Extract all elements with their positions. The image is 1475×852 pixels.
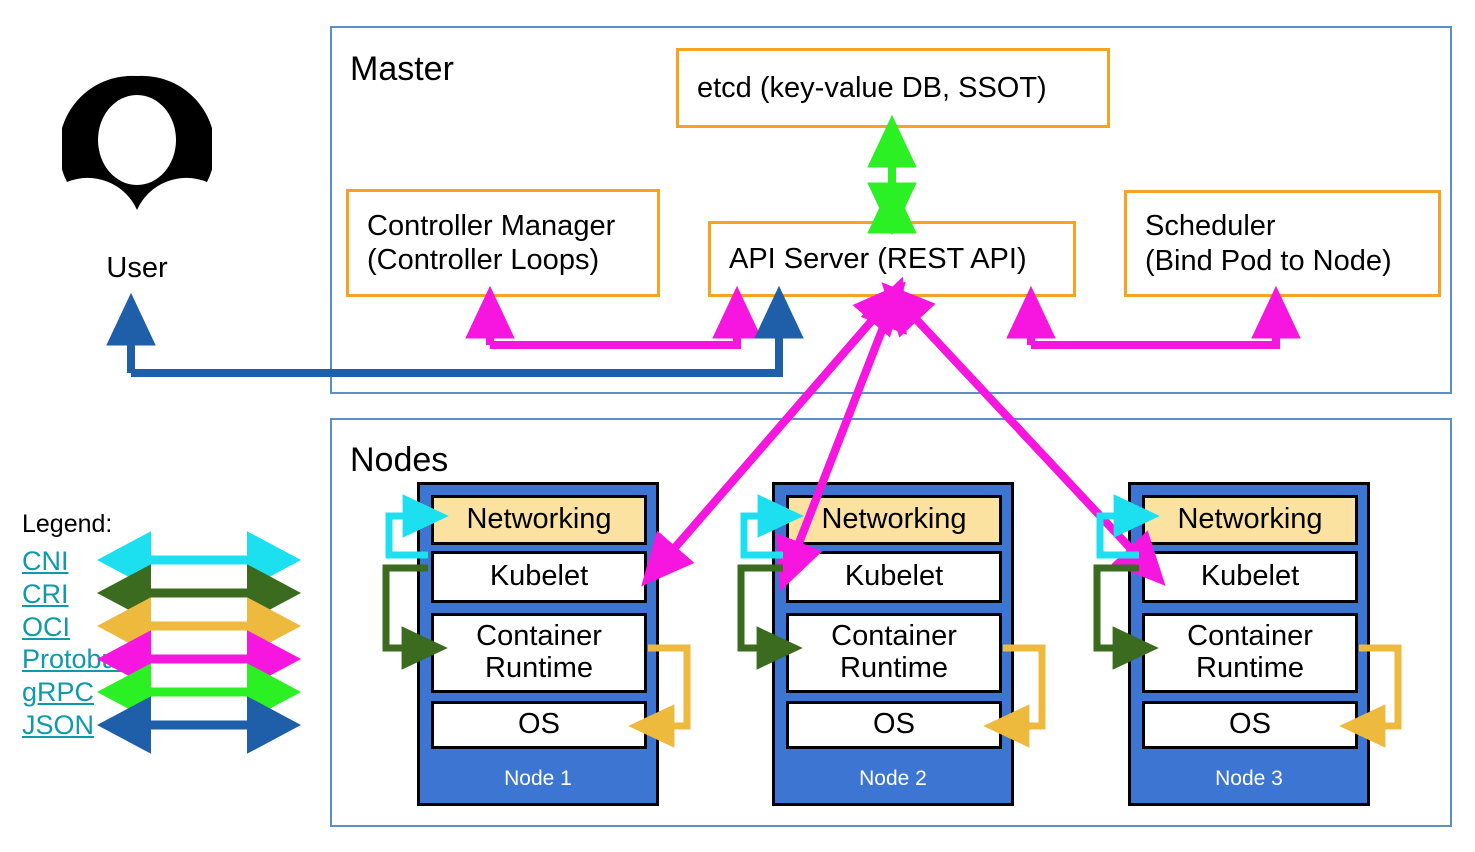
- node-3-kubelet-layer[interactable]: Kubelet: [1142, 551, 1358, 603]
- nodes-group-title: Nodes: [350, 441, 449, 479]
- legend-item-cni[interactable]: CNI: [22, 546, 69, 576]
- user-avatar-icon: [59, 74, 215, 224]
- node-3-kubelet-label: Kubelet: [1200, 560, 1300, 593]
- node-2-kubelet-layer[interactable]: Kubelet: [786, 551, 1002, 603]
- node-2-container-runtime-label: Container Runtime: [831, 620, 957, 684]
- master-group-title: Master: [350, 50, 454, 88]
- node-2-os-label: OS: [873, 708, 915, 741]
- legend-item-json[interactable]: JSON: [22, 710, 95, 740]
- node-3-name: Node 3: [1215, 767, 1283, 790]
- node-2-kubelet-label: Kubelet: [844, 560, 944, 593]
- node-2-networking-label: Networking: [821, 503, 967, 536]
- legend-title: Legend:: [22, 510, 113, 538]
- node-1-networking-layer[interactable]: Networking: [431, 495, 647, 545]
- node-1-networking-label: Networking: [466, 503, 612, 536]
- node-card-2[interactable]: Networking Kubelet Container Runtime OS …: [772, 482, 1014, 806]
- controller-manager-box[interactable]: Controller Manager (Controller Loops): [346, 189, 660, 297]
- node-1-container-runtime-label: Container Runtime: [476, 620, 602, 684]
- node-3-networking-label: Networking: [1177, 503, 1323, 536]
- node-1-os-layer[interactable]: OS: [431, 701, 647, 749]
- node-3-os-layer[interactable]: OS: [1142, 701, 1358, 749]
- node-2-os-layer[interactable]: OS: [786, 701, 1002, 749]
- node-1-os-label: OS: [518, 708, 560, 741]
- node-1-container-runtime-layer[interactable]: Container Runtime: [431, 613, 647, 693]
- legend-item-protobuf[interactable]: Protobuf: [22, 644, 125, 674]
- node-3-container-runtime-label: Container Runtime: [1187, 620, 1313, 684]
- node-card-3[interactable]: Networking Kubelet Container Runtime OS …: [1128, 482, 1370, 806]
- controller-manager-label: Controller Manager (Controller Loops): [367, 209, 616, 276]
- api-server-label: API Server (REST API): [729, 242, 1027, 275]
- node-2-name: Node 2: [859, 767, 927, 790]
- node-1-name: Node 1: [504, 767, 572, 790]
- node-3-networking-layer[interactable]: Networking: [1142, 495, 1358, 545]
- node-3-os-label: OS: [1229, 708, 1271, 741]
- node-3-container-runtime-layer[interactable]: Container Runtime: [1142, 613, 1358, 693]
- etcd-box[interactable]: etcd (key-value DB, SSOT): [676, 48, 1110, 128]
- user-label: User: [106, 252, 168, 284]
- node-card-1[interactable]: Networking Kubelet Container Runtime OS …: [417, 482, 659, 806]
- scheduler-label: Scheduler (Bind Pod to Node): [1145, 210, 1392, 277]
- legend-item-cri[interactable]: CRI: [22, 579, 69, 609]
- legend-item-grpc[interactable]: gRPC: [22, 677, 95, 707]
- legend-item-oci[interactable]: OCI: [22, 612, 71, 642]
- scheduler-box[interactable]: Scheduler (Bind Pod to Node): [1124, 190, 1441, 297]
- node-2-container-runtime-layer[interactable]: Container Runtime: [786, 613, 1002, 693]
- node-1-kubelet-layer[interactable]: Kubelet: [431, 551, 647, 603]
- etcd-label: etcd (key-value DB, SSOT): [697, 71, 1047, 104]
- api-server-box[interactable]: API Server (REST API): [708, 221, 1076, 297]
- node-2-networking-layer[interactable]: Networking: [786, 495, 1002, 545]
- node-1-kubelet-label: Kubelet: [489, 560, 589, 593]
